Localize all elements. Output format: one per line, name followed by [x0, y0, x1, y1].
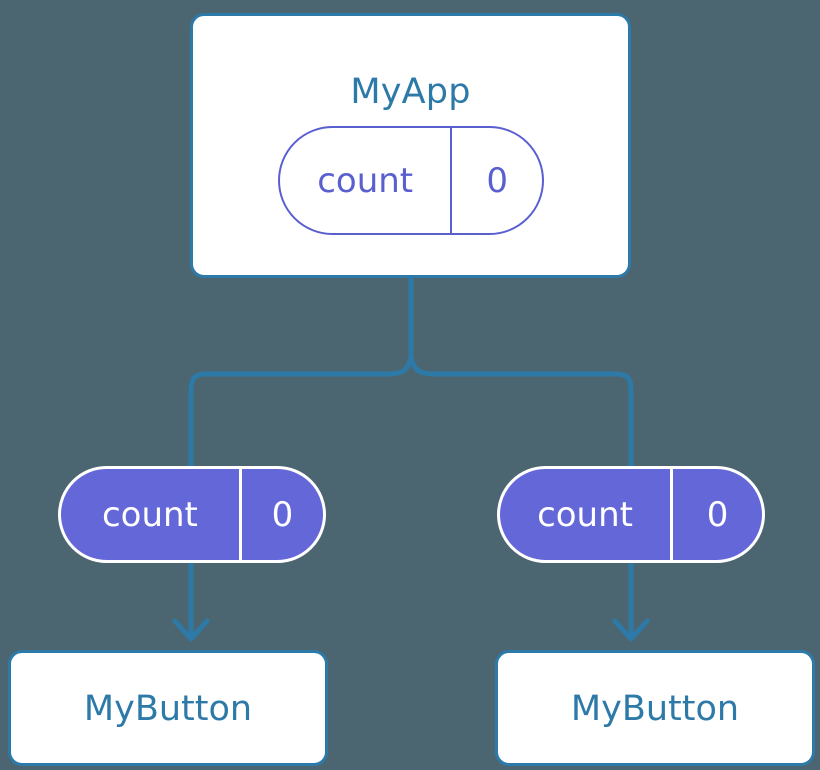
edge-branch-left	[188, 354, 414, 469]
state-value-label: 0	[450, 128, 542, 233]
state-pill-myapp[interactable]: count 0	[278, 126, 544, 235]
state-pill-right-child[interactable]: count 0	[497, 466, 765, 563]
component-name-label: MyButton	[83, 689, 253, 729]
edge-branch-right	[408, 354, 634, 469]
arrow-head-right-icon	[612, 618, 650, 642]
state-key-label: count	[101, 494, 198, 535]
state-key-label: count	[537, 494, 633, 535]
component-node-mybutton-left[interactable]: MyButton	[8, 650, 328, 766]
arrow-head-left-icon	[172, 618, 210, 642]
component-node-mybutton-right[interactable]: MyButton	[495, 650, 815, 766]
state-value-label: 0	[238, 469, 323, 560]
state-value-label: 0	[670, 469, 762, 560]
state-key-label: count	[317, 160, 414, 201]
state-pill-left-child[interactable]: count 0	[58, 466, 326, 563]
component-name-label: MyApp	[350, 72, 471, 112]
component-name-label: MyButton	[570, 689, 740, 729]
